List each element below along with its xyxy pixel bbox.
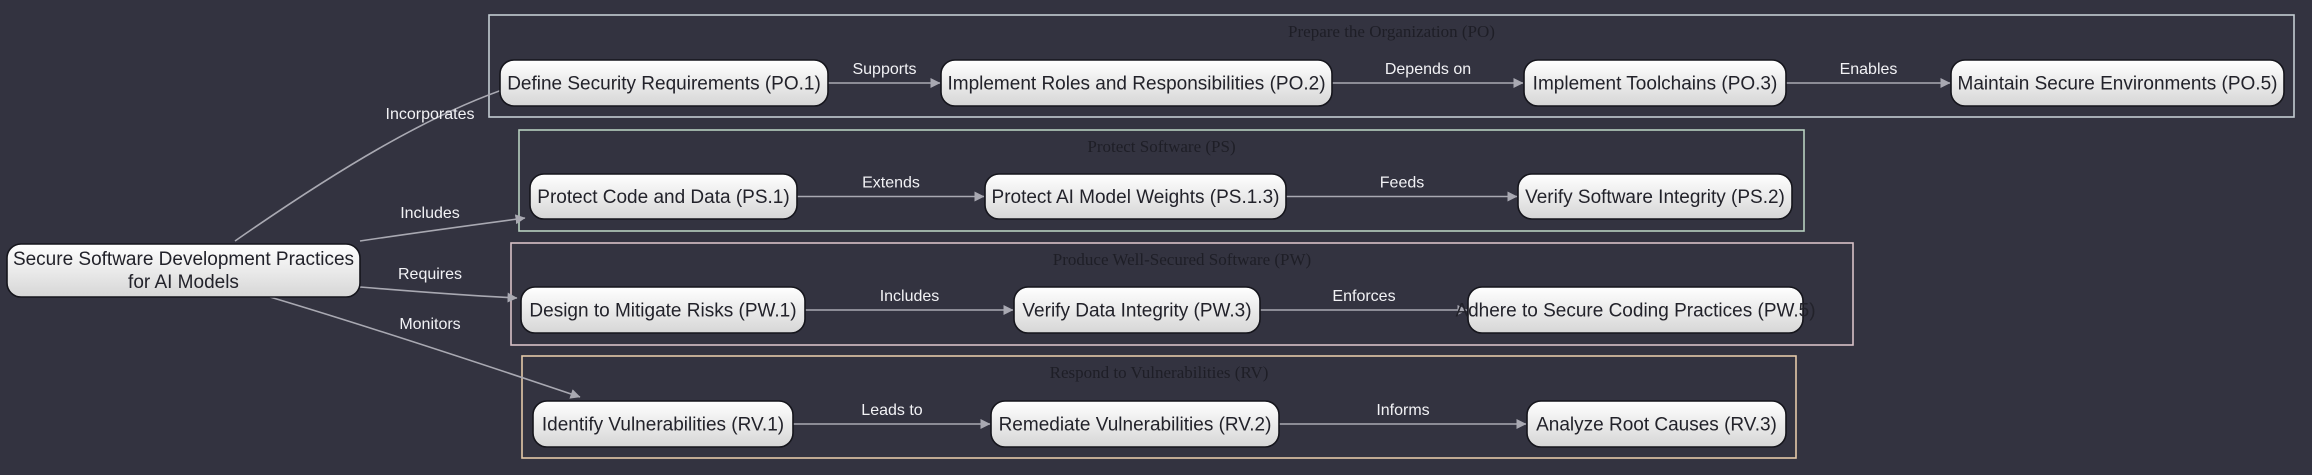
cluster-rv: Respond to Vulnerabilities (RV) [521,355,1797,459]
node-root: Secure Software Development Practicesfor… [6,243,361,298]
node-label: Remediate Vulnerabilities (RV.2) [999,415,1272,436]
edge-label: Requires [398,266,462,283]
node-label: Implement Roles and Responsibilities (PO… [947,74,1325,95]
node-rv2: Remediate Vulnerabilities (RV.2) [990,400,1280,448]
edge-label: Monitors [399,316,460,333]
node-box [1467,286,1804,334]
node-po5: Maintain Secure Environments (PO.5) [1950,59,2285,107]
cluster-title: Produce Well-Secured Software (PW) [1053,250,1311,269]
node-label: Verify Data Integrity (PW.3) [1022,301,1251,322]
cluster-title: Prepare the Organization (PO) [1288,22,1495,41]
edge-label: Enforces [1332,288,1395,305]
node-ps2: Verify Software Integrity (PS.2) [1517,173,1793,220]
edge-root-rv1 [269,296,581,399]
edge-label: Supports [852,61,916,78]
cluster-border [518,129,1805,232]
node-ps13: Protect AI Model Weights (PS.1.3) [984,173,1287,220]
edges-layer [234,78,1951,429]
node-pw5: Adhere to Secure Coding Practices (PW.5) [1455,286,1816,334]
cluster-title: Respond to Vulnerabilities (RV) [1050,363,1269,382]
node-box [6,243,361,298]
node-label: Analyze Root Causes (RV.3) [1536,415,1777,436]
node-box [529,173,798,220]
edge-label: Informs [1376,402,1429,419]
cluster-border [521,355,1797,459]
node-label: Maintain Secure Environments (PO.5) [1958,74,2278,95]
node-ps1: Protect Code and Data (PS.1) [529,173,798,220]
edge-label: Includes [400,205,460,222]
node-box [940,59,1333,107]
node-box [1517,173,1793,220]
edge-label: Extends [862,175,920,192]
node-po1: Define Security Requirements (PO.1) [499,59,829,107]
node-label: Verify Software Integrity (PS.2) [1525,187,1785,208]
cluster-title: Protect Software (PS) [1087,137,1235,156]
edge-root-po1 [234,82,521,242]
node-box [1950,59,2285,107]
node-rv1: Identify Vulnerabilities (RV.1) [532,400,794,448]
node-pw1: Design to Mitigate Risks (PW.1) [520,286,806,334]
node-label: Design to Mitigate Risks (PW.1) [529,301,796,322]
edge-label: Leads to [861,402,922,419]
node-po2: Implement Roles and Responsibilities (PO… [940,59,1333,107]
node-label: Implement Toolchains (PO.3) [1533,74,1778,95]
node-box [1526,400,1787,448]
edge-root-ps1 [359,214,526,242]
node-pw3: Verify Data Integrity (PW.3) [1013,286,1261,334]
node-label: Define Security Requirements (PO.1) [507,74,821,95]
edge-label: Incorporates [386,106,475,123]
node-po3: Implement Toolchains (PO.3) [1523,59,1787,107]
cluster-po: Prepare the Organization (PO) [488,14,2295,118]
node-label-line: for AI Models [128,272,239,293]
node-label: Protect AI Model Weights (PS.1.3) [992,187,1280,208]
node-label: Protect Code and Data (PS.1) [537,187,789,208]
edge-label: Feeds [1380,175,1424,192]
clusters-layer: Prepare the Organization (PO) Protect Sof… [488,14,2295,459]
node-box [1013,286,1261,334]
node-box [520,286,806,334]
node-label: Identify Vulnerabilities (RV.1) [542,415,784,436]
node-label-line: Secure Software Development Practices [13,249,354,270]
nodes-layer: Secure Software Development Practicesfor… [6,59,2285,448]
node-box [499,59,829,107]
node-box [984,173,1287,220]
node-box [532,400,794,448]
cluster-border [488,14,2295,118]
node-box [990,400,1280,448]
edge-label: Enables [1840,61,1898,78]
edge-label: Depends on [1385,61,1471,78]
node-rv3: Analyze Root Causes (RV.3) [1526,400,1787,448]
edge-root-pw1 [359,286,518,303]
cluster-ps: Protect Software (PS) [518,129,1805,232]
edge-labels-layer: IncorporatesIncludesRequiresMonitorsSupp… [386,61,1898,419]
node-box [1523,59,1787,107]
edge-label: Includes [880,288,940,305]
node-label: Adhere to Secure Coding Practices (PW.5) [1455,301,1815,322]
